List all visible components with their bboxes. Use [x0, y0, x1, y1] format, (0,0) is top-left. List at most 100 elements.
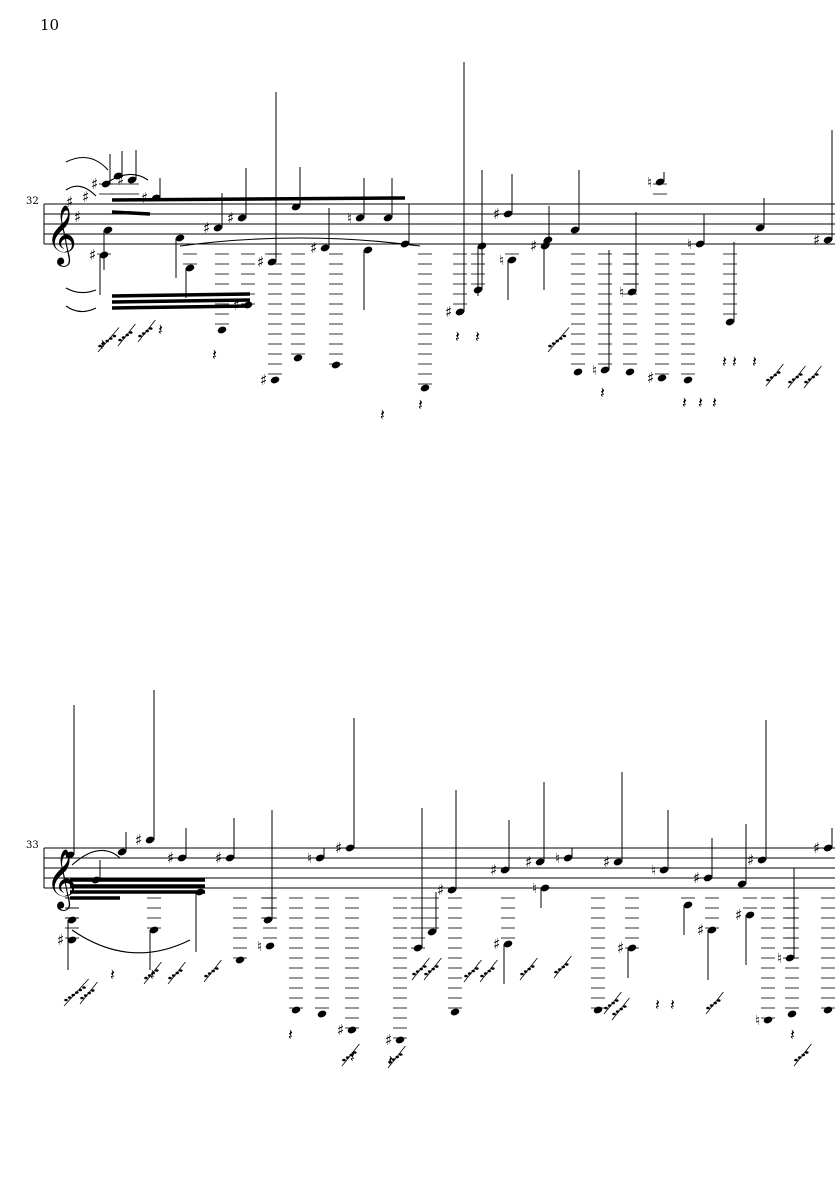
natural-symbol: ♮: [647, 175, 652, 191]
grace-note: [91, 989, 95, 992]
quarter-rest: 𝄽: [790, 1025, 795, 1044]
sharp-symbol: ♯: [445, 303, 452, 321]
grace-slash: [411, 957, 430, 981]
grace-note: [548, 344, 552, 348]
slur: [179, 237, 421, 247]
notehead: [823, 844, 833, 852]
notehead: [763, 1016, 773, 1024]
grace-note: [168, 976, 172, 980]
notehead: [103, 226, 113, 234]
sharp-symbol: ♯: [82, 188, 89, 206]
notehead: [540, 242, 550, 250]
grace-slash: [137, 319, 156, 343]
grace-note: [412, 972, 416, 976]
sharp-symbol: ♯: [813, 231, 820, 249]
measure-number-system-1: 32: [26, 196, 39, 207]
sharp-symbol: ♯: [203, 219, 210, 237]
grace-slash: [479, 959, 498, 983]
quarter-rest: 𝄽: [110, 965, 115, 984]
grace-note: [480, 974, 484, 978]
grace-note: [799, 373, 803, 376]
sharp-symbol: ♯: [66, 193, 73, 211]
notehead: [127, 176, 137, 184]
notehead: [725, 318, 735, 326]
sharp-symbol: ♯: [647, 369, 654, 387]
notehead: [757, 856, 767, 864]
notehead: [535, 858, 545, 866]
notehead: [145, 836, 155, 844]
grace-slash: [611, 997, 630, 1021]
notehead: [455, 308, 465, 316]
grace-slash: [787, 365, 806, 389]
sharp-symbol: ♯: [735, 906, 742, 924]
notehead: [507, 256, 517, 264]
notehead: [627, 944, 637, 952]
grace-note: [424, 972, 428, 976]
grace-slash: [167, 961, 186, 985]
notehead: [600, 366, 610, 374]
slur: [65, 185, 97, 197]
quarter-rest: 𝄽: [698, 393, 703, 412]
grace-note: [138, 334, 142, 338]
natural-symbol: ♮: [755, 1013, 760, 1029]
notehead: [655, 178, 665, 186]
notehead: [659, 866, 669, 874]
grace-slash: [803, 365, 822, 389]
page-number: 10: [40, 16, 60, 34]
notehead: [291, 1006, 301, 1014]
grace-note: [604, 1006, 608, 1010]
notehead: [177, 854, 187, 862]
quarter-rest: 𝄽: [752, 352, 757, 371]
grace-note: [562, 334, 567, 338]
natural-symbol: ♮: [777, 951, 782, 967]
notehead: [543, 236, 553, 244]
quarter-rest: 𝄽: [455, 327, 460, 346]
notehead: [320, 244, 330, 252]
notehead: [627, 288, 637, 296]
sharp-symbol: ♯: [490, 861, 497, 879]
notehead: [99, 251, 109, 259]
grace-note: [531, 965, 535, 968]
beam: [111, 292, 251, 298]
notehead: [67, 936, 77, 944]
grace-note: [777, 371, 781, 374]
grace-note: [565, 963, 569, 966]
notehead: [503, 940, 513, 948]
sharp-symbol: ♯: [493, 205, 500, 223]
quarter-rest: 𝄽: [475, 327, 480, 346]
staff-system-1: 𝄞♯♯♯♯♯♯♯♯♯♯♯♯♯♮♯♯♮♯♮♮♮♯♮♯𝄽𝄽𝄽𝄽𝄽𝄽𝄽𝄽𝄽𝄽𝄽𝄽𝄽𝄽: [43, 62, 835, 424]
grace-note: [788, 380, 792, 384]
notehead: [657, 374, 667, 382]
sharp-symbol: ♯: [57, 931, 64, 949]
sharp-symbol: ♯: [693, 869, 700, 887]
grace-slash: [341, 1043, 360, 1067]
sharp-symbol: ♯: [260, 371, 267, 389]
sharp-symbol: ♯: [385, 1031, 392, 1049]
beam: [111, 210, 151, 216]
notehead: [363, 246, 373, 254]
natural-symbol: ♮: [347, 211, 352, 227]
sharp-symbol: ♯: [227, 209, 234, 227]
slur: [65, 156, 109, 171]
grace-note: [794, 1058, 798, 1062]
quarter-rest: 𝄽: [682, 393, 687, 412]
sharp-symbol: ♯: [697, 921, 704, 939]
slur: [71, 849, 121, 866]
slur: [107, 173, 149, 183]
treble-clef: 𝄞: [46, 205, 77, 267]
notehead: [117, 848, 127, 856]
grace-note: [766, 378, 770, 382]
grace-note: [129, 331, 133, 334]
grace-note: [155, 969, 159, 972]
notehead: [427, 928, 437, 936]
quarter-rest: 𝄽: [418, 395, 423, 414]
notehead: [67, 916, 77, 924]
sharp-symbol: ♯: [747, 851, 754, 869]
notehead: [225, 854, 235, 862]
quarter-rest: 𝄽: [655, 995, 660, 1014]
grace-slash: [463, 959, 482, 983]
notehead: [413, 944, 423, 952]
grace-note: [464, 974, 468, 978]
grace-note: [491, 967, 495, 970]
